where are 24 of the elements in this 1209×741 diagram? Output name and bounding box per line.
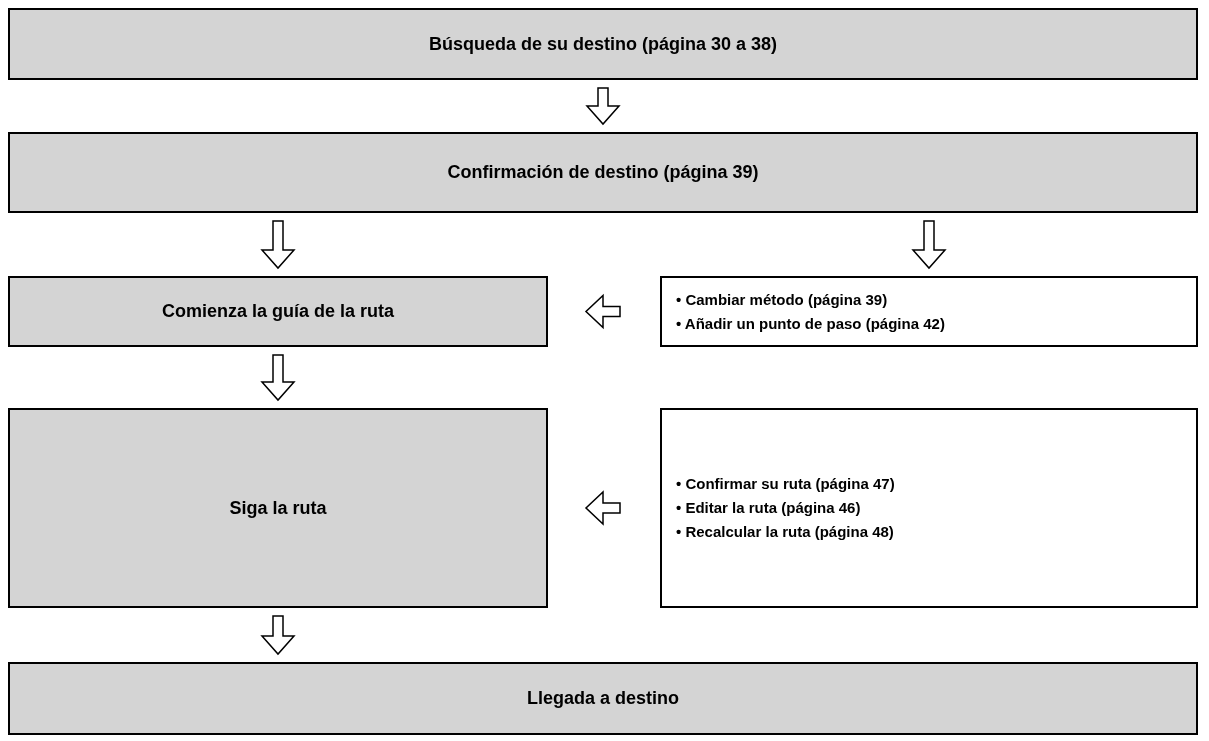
box-title: Confirmación de destino (página 39) [447, 162, 759, 183]
process-box [8, 8, 1198, 80]
info-box [660, 408, 1198, 608]
hollow-arrow [584, 293, 621, 330]
hollow-arrow [584, 490, 621, 526]
hollow-arrow [260, 354, 296, 402]
box-title: Siga la ruta [229, 497, 327, 519]
process-box [8, 408, 548, 608]
process-box [8, 276, 548, 347]
bullet-item: • Añadir un punto de paso (página 42) [676, 313, 945, 334]
bullet-item: • Confirmar su ruta (página 47) [676, 474, 895, 494]
box-title: Búsqueda de su destino (página 30 a 38) [428, 33, 778, 55]
box-title: Comienza la guía de la ruta [161, 301, 395, 322]
hollow-arrow [911, 220, 947, 270]
process-box [8, 132, 1198, 213]
process-box [8, 662, 1198, 735]
hollow-arrow [585, 87, 621, 126]
bullet-item: • Editar la ruta (página 46) [676, 498, 861, 518]
bullet-item: • Recalcular la ruta (página 48) [676, 522, 894, 542]
hollow-arrow [260, 220, 296, 270]
box-title: Llegada a destino [526, 688, 679, 709]
info-box [660, 276, 1198, 347]
bullet-item: • Cambiar método (página 39) [676, 289, 888, 310]
hollow-arrow [260, 615, 296, 656]
